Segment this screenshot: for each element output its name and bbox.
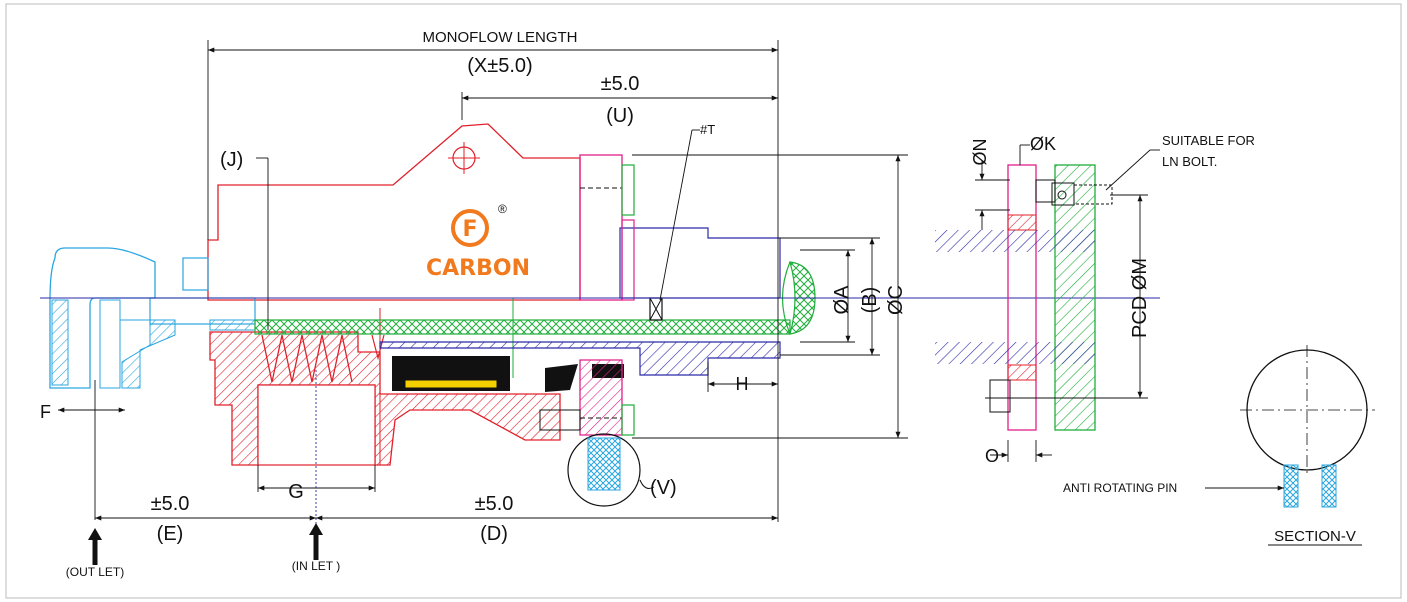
dimensions bbox=[58, 40, 908, 525]
outlet-elbow bbox=[49, 247, 256, 389]
v-label: (V) bbox=[650, 477, 677, 499]
flange-dimensions bbox=[975, 144, 1160, 462]
pcd-dimension: PCD ØM bbox=[1129, 258, 1151, 338]
rotor-shaft bbox=[379, 227, 781, 392]
d-dimension: (D) bbox=[480, 523, 508, 545]
suitable-for-label: SUITABLE FOR bbox=[1162, 133, 1255, 148]
t-label: #T bbox=[700, 122, 715, 137]
flow-arrows bbox=[88, 523, 323, 565]
a-dimension: ØA bbox=[831, 285, 853, 315]
h-dimension: H bbox=[736, 374, 749, 394]
bolt-icon bbox=[1057, 190, 1067, 200]
rotor-flange bbox=[539, 154, 663, 436]
anti-rotating-pin-label: ANTI ROTATING PIN bbox=[1063, 481, 1177, 495]
drawing-border bbox=[5, 3, 1402, 599]
registered-mark: ® bbox=[498, 202, 507, 216]
flange-side-view bbox=[935, 164, 1113, 431]
brand-name: CARBON bbox=[426, 256, 530, 281]
j-label: (J) bbox=[220, 149, 243, 171]
k-dimension: ØK bbox=[1030, 134, 1056, 154]
detail-v-callout bbox=[567, 433, 655, 507]
brand-mark-letter: F bbox=[462, 217, 477, 242]
ln-bolt-label: LN BOLT. bbox=[1162, 154, 1217, 169]
u-tolerance: ±5.0 bbox=[601, 73, 640, 95]
g-dimension: G bbox=[288, 481, 304, 503]
section-v-label: SECTION-V bbox=[1274, 528, 1356, 545]
u-dimension: (U) bbox=[606, 105, 634, 127]
carbon-logo: F ® CARBON bbox=[426, 202, 530, 281]
brand-mark-icon bbox=[451, 209, 489, 247]
red-housing bbox=[207, 123, 581, 466]
outlet-label: (OUT LET) bbox=[66, 565, 124, 579]
monoflow-length-label: MONOFLOW LENGTH bbox=[422, 29, 577, 46]
c-dimension: ØC bbox=[885, 285, 907, 315]
o-dimension: O bbox=[985, 446, 999, 466]
b-dimension: (B) bbox=[859, 287, 881, 314]
x-dimension: (X±5.0) bbox=[467, 55, 532, 77]
e-dimension: (E) bbox=[157, 523, 184, 545]
f-dimension: F bbox=[40, 402, 51, 422]
n-dimension: ØN bbox=[970, 139, 990, 166]
e-tolerance: ±5.0 bbox=[151, 493, 190, 515]
d-tolerance: ±5.0 bbox=[475, 493, 514, 515]
section-v-detail bbox=[1205, 345, 1375, 546]
inlet-label: (IN LET ) bbox=[292, 559, 340, 573]
